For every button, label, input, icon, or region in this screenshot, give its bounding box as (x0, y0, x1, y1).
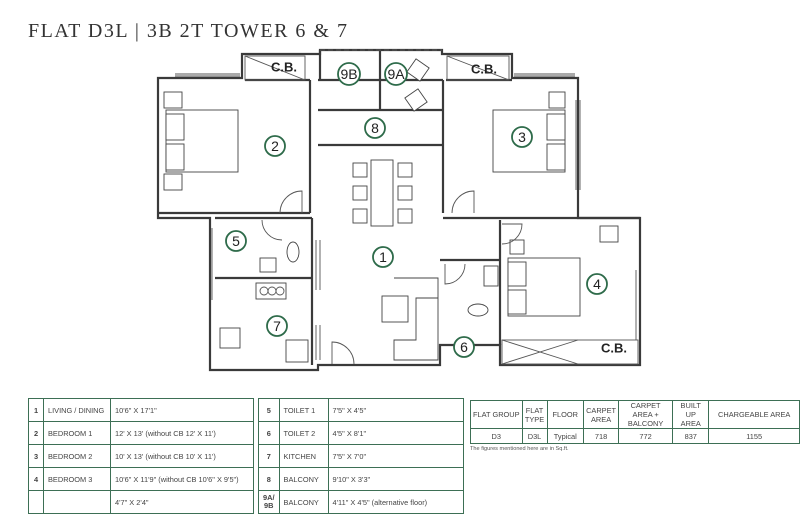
door-bedroom-2 (451, 190, 475, 214)
table-row: 4'7" X 2'4" (28, 490, 254, 514)
basin-1 (259, 257, 277, 273)
basin-2 (483, 265, 499, 287)
dining-chairs (352, 162, 413, 224)
balcony-chair (404, 88, 428, 112)
page-title: FLAT D3L | 3B 2T TOWER 6 & 7 (28, 20, 349, 42)
cb-box-left (244, 55, 306, 81)
side-table (599, 225, 619, 243)
door-toilet-2 (444, 263, 466, 285)
floor-plan: C.B. C.B. C.B. 9B 9A 8 2 3 1 5 4 7 6 (156, 48, 642, 372)
side-table (163, 173, 183, 191)
table-row: D3 D3L Typical 718 772 837 1155 (470, 428, 800, 444)
wc-2 (467, 303, 489, 317)
windows (175, 73, 637, 360)
fridge (285, 339, 309, 363)
bed-1-pillow (165, 113, 185, 141)
bed-3-pillow (507, 289, 527, 315)
room-badge-3: 3 (511, 126, 533, 148)
door-bedroom-3 (501, 223, 523, 245)
cb-label-right: C.B. (471, 62, 497, 77)
area-table: FLAT GROUP FLAT TYPE FLOOR CARPET AREA C… (470, 400, 800, 444)
room-badge-6: 6 (453, 336, 475, 358)
room-badge-7: 7 (266, 315, 288, 337)
room-badge-4: 4 (586, 273, 608, 295)
room-badge-5: 5 (225, 230, 247, 252)
units-note: The figures mentioned here are in Sq.ft. (470, 446, 569, 452)
room-badge-8: 8 (364, 117, 386, 139)
cb-label-bottom: C.B. (601, 341, 627, 356)
side-table (509, 239, 525, 255)
bed-2-pillow (546, 143, 566, 171)
coffee-table (381, 295, 409, 323)
svg-text:3: 3 (518, 129, 526, 145)
door-toilet-1 (261, 219, 283, 241)
side-table (548, 91, 566, 109)
cb-diag-bottom (501, 339, 579, 365)
cb-box-bottom (501, 339, 639, 365)
hob (255, 282, 287, 300)
room-badge-9b: 9B (337, 62, 361, 86)
svg-text:2: 2 (271, 138, 279, 154)
cb-diag-left (244, 55, 306, 81)
cb-box-right (446, 55, 510, 81)
svg-text:1: 1 (379, 249, 387, 265)
bed-3-pillow (507, 261, 527, 287)
bed-2-pillow (546, 113, 566, 141)
room-badge-9a: 9A (384, 62, 408, 86)
bed-1-pillow (165, 143, 185, 171)
sofa (393, 277, 439, 361)
side-table (163, 91, 183, 109)
svg-text:6: 6 (460, 339, 468, 355)
door-main (331, 341, 355, 365)
svg-text:7: 7 (273, 318, 281, 334)
balcony-chair (406, 58, 430, 82)
room-badge-2: 2 (264, 135, 286, 157)
table-header-row: FLAT GROUP FLAT TYPE FLOOR CARPET AREA C… (470, 400, 800, 429)
room-badge-1: 1 (372, 246, 394, 268)
cb-label-left: C.B. (271, 60, 297, 75)
cb-diag-right (446, 55, 510, 81)
dining-table (370, 159, 394, 227)
svg-text:4: 4 (593, 276, 601, 292)
svg-text:9A: 9A (387, 66, 405, 82)
wc-1 (286, 241, 300, 263)
svg-text:5: 5 (232, 233, 240, 249)
door-bedroom-1 (279, 190, 303, 214)
svg-text:8: 8 (371, 120, 379, 136)
svg-text:9B: 9B (340, 66, 357, 82)
sink (219, 327, 241, 349)
